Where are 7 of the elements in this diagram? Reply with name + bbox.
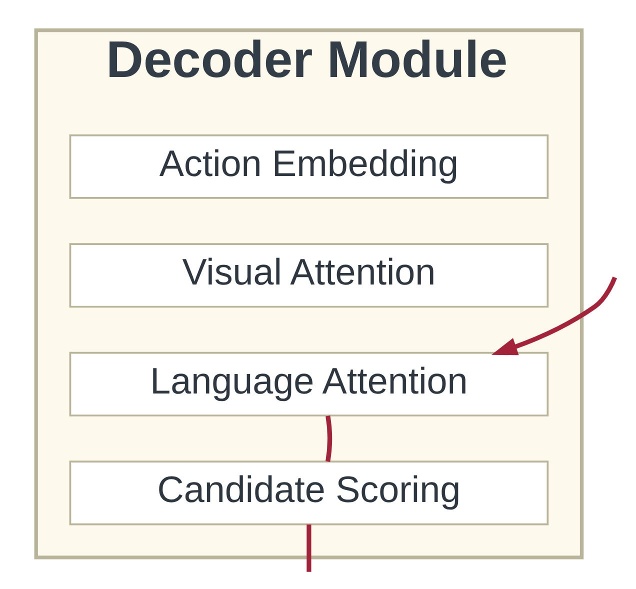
arrow xyxy=(490,276,617,356)
node-box: Candidate Scoring xyxy=(68,460,548,526)
connector xyxy=(325,415,332,462)
node-box: Action Embedding xyxy=(68,134,548,199)
node-box: Visual Attention xyxy=(68,243,548,308)
node-box: Language Attention xyxy=(68,352,548,416)
connector xyxy=(306,524,311,572)
